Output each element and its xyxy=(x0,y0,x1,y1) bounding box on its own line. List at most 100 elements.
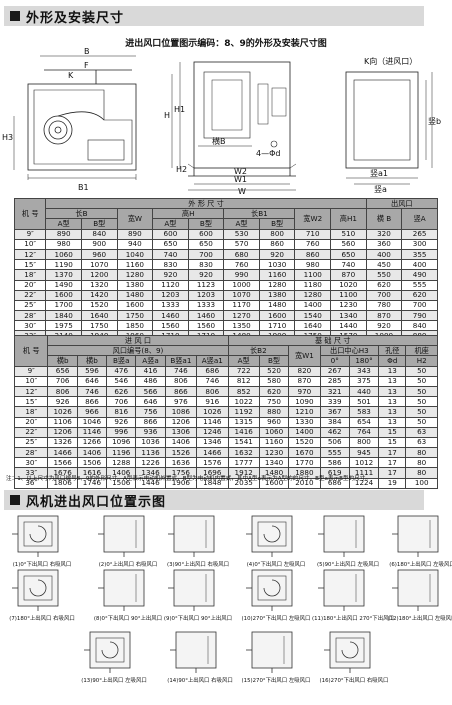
value-cell: 1406 xyxy=(164,436,198,449)
value-cell: 100 xyxy=(405,477,438,489)
header-inlet-group: 进 风 口 xyxy=(47,334,229,347)
value-cell: 355 xyxy=(401,248,438,261)
value-cell: 1120 xyxy=(152,279,189,291)
position-caption: (10)270°下出风口 左吸风口 xyxy=(241,616,311,622)
fan-box-icon xyxy=(168,515,215,557)
value-cell: 1226 xyxy=(135,457,166,469)
value-cell: 1270 xyxy=(223,310,260,322)
value-cell: 680 xyxy=(223,248,260,261)
label-h3: H3 xyxy=(2,133,13,142)
value-cell: 1000 xyxy=(223,279,260,291)
value-cell: 996 xyxy=(106,426,137,438)
value-cell: 920 xyxy=(187,269,225,281)
drawing-subtitle: 进出风口位置图示编码：8、9的外形及安装尺寸图 xyxy=(125,39,327,49)
value-cell: 1026 xyxy=(196,406,229,418)
header-model: 机 号 xyxy=(13,335,49,367)
value-cell: 990 xyxy=(223,269,260,281)
value-cell: 656 xyxy=(47,365,78,377)
value-cell: 620 xyxy=(365,279,403,291)
header-outlet-group: 出风口 xyxy=(365,197,439,210)
value-cell: 1350 xyxy=(223,320,260,332)
fan-box-icon xyxy=(246,569,293,611)
value-cell: 1346 xyxy=(196,436,229,449)
label-shu-a: 竖a xyxy=(374,185,387,194)
header-phi-d: Φd xyxy=(378,355,407,367)
position-caption: (14)90°上出风口 右吸风口 xyxy=(167,678,233,684)
value-cell: 586 xyxy=(319,457,350,469)
label-w1: W1 xyxy=(234,175,247,184)
value-cell: 476 xyxy=(106,365,137,377)
section-header-outline: 外形及安装尺寸 xyxy=(4,6,424,26)
model-cell: 10″ xyxy=(13,238,47,250)
value-cell: 700 xyxy=(365,289,403,301)
position-diagram: (3)90°上出风口 右吸风口 xyxy=(166,512,230,570)
header-inlet-code: 风口编号(8、9) xyxy=(47,345,229,357)
header-type-a: A型 xyxy=(223,218,260,230)
value-cell: 866 xyxy=(164,385,198,398)
value-cell: 900 xyxy=(80,238,118,250)
value-cell: 936 xyxy=(135,426,166,438)
value-cell: 50 xyxy=(405,365,438,377)
fan-box-icon xyxy=(324,631,371,673)
header-b-shu-a: B竖a xyxy=(106,355,137,367)
position-diagram: (13)90°上出风口 左吸风口 xyxy=(81,628,147,686)
value-cell: 555 xyxy=(401,279,438,291)
value-cell: 1416 xyxy=(227,426,260,438)
fan-box-icon xyxy=(98,569,145,611)
value-cell: 1840 xyxy=(45,310,82,322)
position-caption: (11)180°上出风口 270°下出风口 xyxy=(312,616,394,622)
value-cell: 800 xyxy=(258,228,296,240)
section-title: 风机进出风口位置示图 xyxy=(26,494,167,510)
value-cell: 654 xyxy=(348,416,380,428)
position-caption: (3)90°上出风口 右吸风口 xyxy=(166,562,230,568)
left-view-box xyxy=(27,83,137,171)
value-cell: 926 xyxy=(47,396,78,408)
value-cell: 1400 xyxy=(288,426,321,438)
value-cell: 375 xyxy=(348,375,380,387)
value-cell: 960 xyxy=(80,248,118,261)
label-h1: H1 xyxy=(174,105,185,114)
value-cell: 746 xyxy=(76,385,108,398)
value-cell: 1280 xyxy=(294,289,332,301)
value-cell: 1160 xyxy=(116,259,154,271)
value-cell: 1266 xyxy=(76,436,108,449)
fan-box-icon xyxy=(168,569,215,611)
value-cell: 339 xyxy=(319,396,350,408)
value-cell: 1030 xyxy=(258,259,296,271)
value-cell: 790 xyxy=(401,310,438,322)
value-cell: 1975 xyxy=(45,320,82,332)
header-type-b: B型 xyxy=(80,218,118,230)
header-type-b: B型 xyxy=(258,218,296,230)
value-cell: 926 xyxy=(106,416,137,428)
value-cell: 870 xyxy=(365,310,403,322)
value-cell: 820 xyxy=(288,365,321,377)
value-cell: 870 xyxy=(330,269,367,281)
value-cell: 13 xyxy=(378,416,407,428)
model-cell: 28″ xyxy=(13,447,49,459)
value-cell: 760 xyxy=(294,238,332,250)
value-cell: 1090 xyxy=(288,396,321,408)
value-cell: 1420 xyxy=(80,289,118,301)
value-cell: 1600 xyxy=(116,299,154,312)
value-cell: 620 xyxy=(401,289,438,301)
header-hole: 孔径 xyxy=(378,345,407,357)
value-cell: 550 xyxy=(365,269,403,281)
value-cell: 866 xyxy=(135,416,166,428)
value-cell: 1280 xyxy=(258,279,296,291)
value-cell: 2035 xyxy=(227,477,260,489)
label-w2: W2 xyxy=(234,167,247,176)
value-cell: 462 xyxy=(319,426,350,438)
value-cell: 1333 xyxy=(152,299,189,312)
header-heng-b: 横b xyxy=(47,355,78,367)
value-cell: 1340 xyxy=(330,310,367,322)
header-outline-group: 外 形 尺 寸 xyxy=(45,197,367,210)
model-cell: 22″ xyxy=(13,289,47,301)
model-cell: 28″ xyxy=(13,310,47,322)
value-cell: 1246 xyxy=(196,426,229,438)
value-cell: 830 xyxy=(187,259,225,271)
